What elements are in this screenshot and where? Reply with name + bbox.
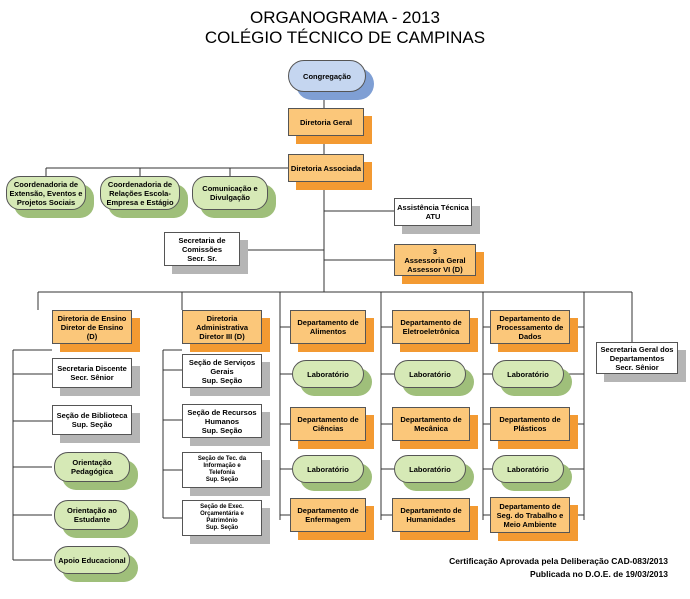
node-secao-exec-orcamentaria: Seção de Exec. Orçamentária e Patrimônio… — [182, 500, 262, 536]
node-assessoria-geral: 3 Assessoria Geral Assessor VI (D) — [394, 244, 476, 276]
node-dep-ciencias: Departamento de Ciências — [290, 407, 366, 441]
node-laboratorio-ciencias: Laboratório — [292, 455, 364, 483]
node-dep-enfermagem: Departamento de Enfermagem — [290, 498, 366, 532]
footer-publicacao: Publicada no D.O.E. de 19/03/2013 — [530, 569, 668, 579]
chart-title-line2: COLÉGIO TÉCNICO DE CAMPINAS — [204, 28, 486, 47]
node-secretaria-comissoes: Secretaria de Comissões Secr. Sr. — [164, 232, 240, 266]
node-dep-alimentos: Departamento de Alimentos — [290, 310, 366, 344]
node-orientacao-estudante: Orientação ao Estudante — [54, 500, 130, 530]
chart-title-line1: ORGANOGRAMA - 2013 — [250, 8, 440, 27]
node-diretoria-ensino: Diretoria de Ensino Diretor de Ensino (D… — [52, 310, 132, 344]
node-diretoria-geral: Diretoria Geral — [288, 108, 364, 136]
node-secao-biblioteca: Seção de Biblioteca Sup. Seção — [52, 405, 132, 435]
node-coord-extensao: Coordenadoria de Extensão, Eventos e Pro… — [6, 176, 86, 210]
node-laboratorio-plasticos: Laboratório — [492, 455, 564, 483]
node-apoio-educacional: Apoio Educacional — [54, 546, 130, 574]
node-secretaria-discente: Secretaria Discente Secr. Sênior — [52, 358, 132, 388]
node-dep-humanidades: Departamento de Humanidades — [392, 498, 470, 532]
node-dep-processamento: Departamento de Processamento de Dados — [490, 310, 570, 344]
node-secao-recursos-humanos: Seção de Recursos Humanos Sup. Seção — [182, 404, 262, 438]
node-assistencia-tecnica: Assistência Técnica ATU — [394, 198, 472, 226]
node-diretoria-associada: Diretoria Associada — [288, 154, 364, 182]
node-dep-mecanica: Departamento de Mecânica — [392, 407, 470, 441]
node-comunicacao: Comunicação e Divulgação — [192, 176, 268, 210]
node-dep-seg-trabalho: Departamento de Seg. do Trabalho e Meio … — [490, 497, 570, 533]
node-coord-relacoes: Coordenadoria de Relações Escola- Empres… — [100, 176, 180, 210]
node-diretoria-administrativa: Diretoria Administrativa Diretor III (D) — [182, 310, 262, 344]
node-dep-plasticos: Departamento de Plásticos — [490, 407, 570, 441]
node-secretaria-geral-dep: Secretaria Geral dos Departamentos Secr.… — [596, 342, 678, 374]
node-laboratorio-mecanica: Laboratório — [394, 455, 466, 483]
node-orientacao-pedagogica: Orientação Pedagógica — [54, 452, 130, 482]
node-secao-ti: Seção de Tec. da Informação e Telefonia … — [182, 452, 262, 488]
node-laboratorio-alimentos: Laboratório — [292, 360, 364, 388]
node-secao-servicos-gerais: Seção de Serviços Gerais Sup. Seção — [182, 354, 262, 388]
node-laboratorio-eletroeletronica: Laboratório — [394, 360, 466, 388]
node-laboratorio-processamento: Laboratório — [492, 360, 564, 388]
footer-certificacao: Certificação Aprovada pela Deliberação C… — [449, 556, 668, 566]
node-dep-eletroeletronica: Departamento de Eletroeletrônica — [392, 310, 470, 344]
node-congregacao: Congregação — [288, 60, 366, 92]
